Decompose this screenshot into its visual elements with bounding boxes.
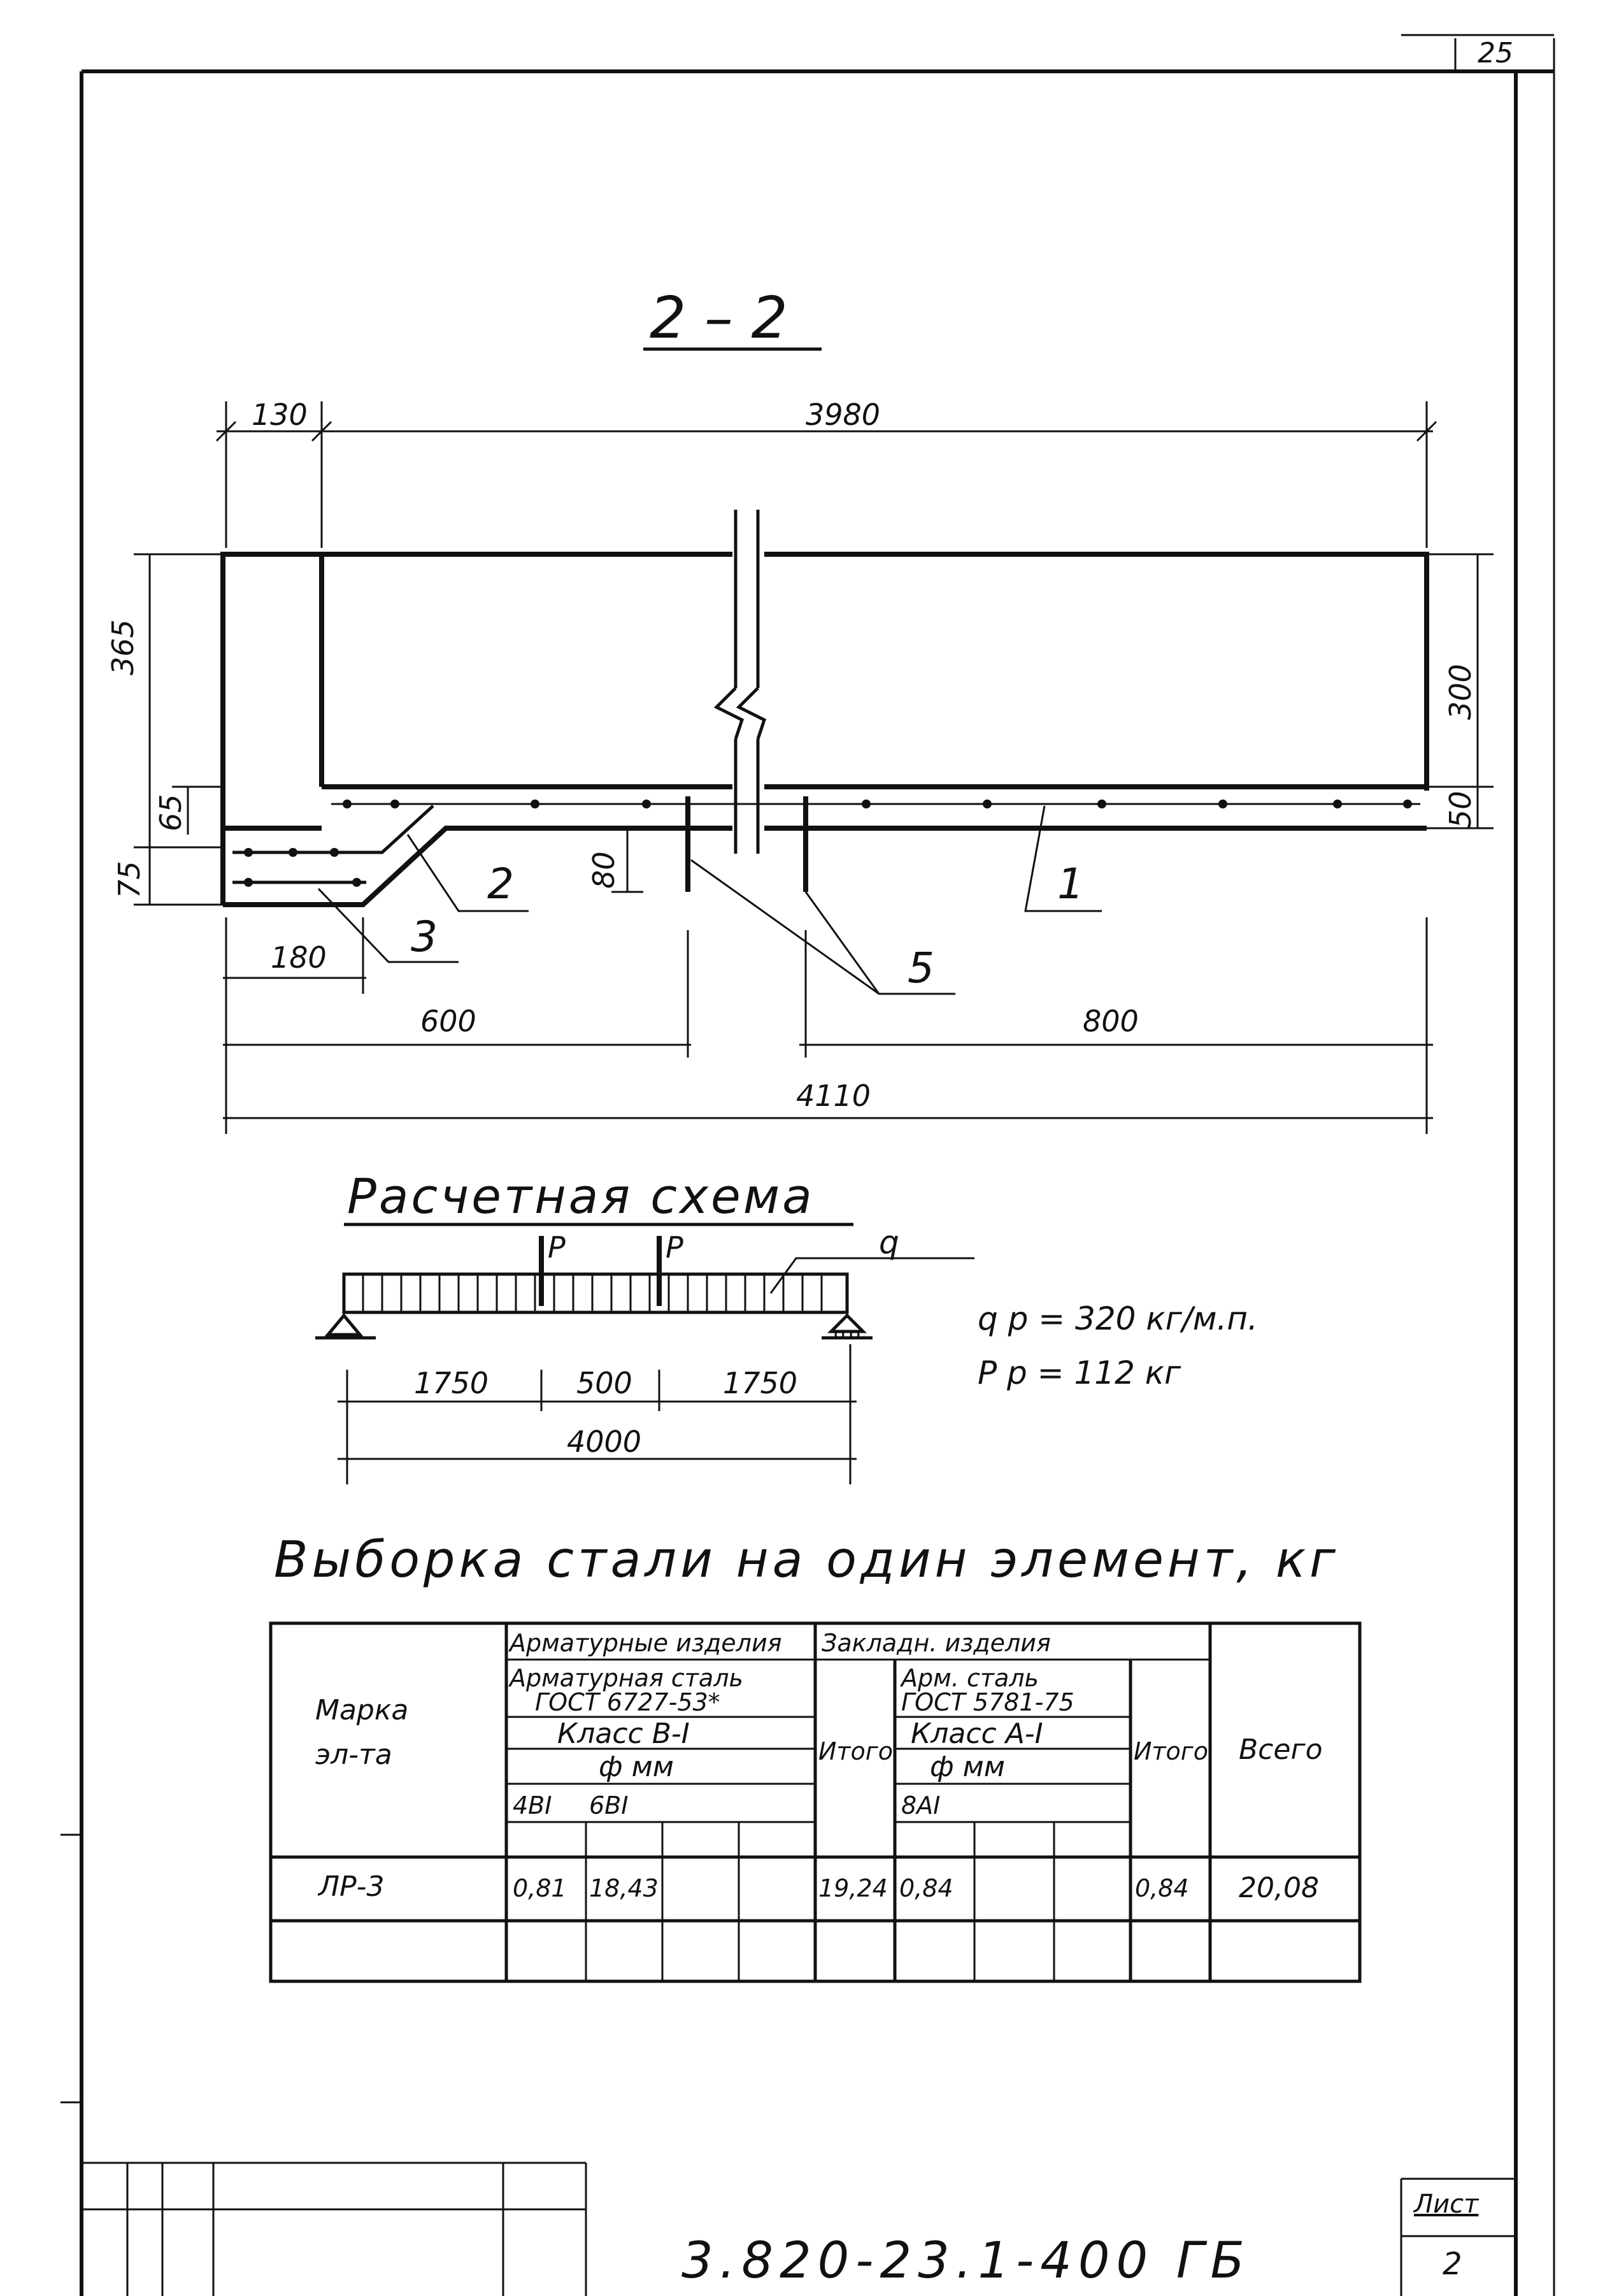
- dim-75-label: 75: [112, 861, 146, 898]
- rebar-dot: [1097, 800, 1106, 808]
- dim-600-label: 600: [420, 1004, 476, 1038]
- callout-2: 2: [487, 859, 514, 908]
- table-group1-d1: 4ВI: [513, 1791, 552, 1819]
- rebar-dot: [343, 800, 352, 808]
- scheme-dim-4000: 4000: [567, 1424, 642, 1459]
- dim-365-label: 365: [106, 619, 140, 675]
- scheme-title: Расчетная схема: [347, 1168, 815, 1224]
- table-row-itogo2: 0,84: [1135, 1874, 1189, 1902]
- dim-80-label: 80: [587, 851, 621, 889]
- dim-3980-label: 3980: [806, 398, 881, 432]
- rebar-dot: [390, 800, 399, 808]
- dim-4110-label: 4110: [796, 1079, 871, 1113]
- scheme-p2-label: P: [666, 1230, 683, 1265]
- section-title: 2 – 2: [650, 285, 788, 352]
- scheme-pp-formula: P p = 112 кг: [978, 1354, 1181, 1391]
- scheme-roller: [850, 1330, 860, 1340]
- dim-50-label: 50: [1443, 791, 1478, 828]
- callout-3: 3: [411, 912, 438, 961]
- scheme-beam: [342, 1272, 849, 1314]
- scheme-load-hatch: [362, 1274, 823, 1312]
- table-group1-dia: ф мм: [599, 1751, 674, 1783]
- table-row-itogo1: 19,24: [818, 1874, 888, 1902]
- table-group2-sub2: ГОСТ 5781-75: [901, 1688, 1074, 1716]
- table-itogo1: Итого: [818, 1737, 894, 1765]
- rebar-dot: [642, 800, 651, 808]
- rebar-dot: [1403, 800, 1412, 808]
- table-group2-sub1: Арм. сталь: [901, 1664, 1039, 1692]
- table-group1-d2: 6ВI: [589, 1791, 629, 1819]
- table-group2-dia: ф мм: [930, 1751, 1005, 1783]
- table-row-mark: ЛР-3: [318, 1870, 385, 1903]
- table-title: Выборка стали на один элемент, кг: [274, 1532, 1339, 1589]
- table-group1: Арматурные изделия: [510, 1629, 782, 1657]
- leader-5: [690, 859, 955, 995]
- scheme-roller: [834, 1330, 845, 1340]
- scheme-support-left: [315, 1313, 376, 1340]
- rebar-dot: [1218, 800, 1227, 808]
- rebar-dot: [1333, 800, 1342, 808]
- rebar-dot: [244, 878, 253, 887]
- break-zigzag: [713, 687, 767, 740]
- scheme-qp-formula: q p = 320 кг/м.п.: [978, 1300, 1258, 1337]
- stamp-grid: [82, 2162, 1516, 2296]
- tick3: [1416, 420, 1437, 442]
- rebar-dot: [244, 848, 253, 857]
- scheme-dim-1750b: 1750: [723, 1366, 798, 1400]
- table-group2-class: Класс А-I: [911, 1718, 1043, 1750]
- table-group2-d1: 8АI: [901, 1791, 941, 1819]
- scheme-dim-1750a: 1750: [414, 1366, 489, 1400]
- table-row-v1: 0,81: [513, 1874, 567, 1902]
- table-vsego: Всего: [1239, 1733, 1323, 1766]
- table-row-vsego: 20,08: [1239, 1872, 1319, 1904]
- table-group1-sub1: Арматурная сталь: [510, 1664, 743, 1692]
- dim-800-label: 800: [1083, 1004, 1139, 1038]
- tick1: [215, 420, 237, 442]
- dim-130-label: 130: [252, 398, 308, 432]
- table-group2: Закладн. изделия: [822, 1629, 1051, 1657]
- table-row-v3: 0,84: [899, 1874, 953, 1902]
- dim-65-label: 65: [153, 794, 188, 831]
- stamp-list-number: 2: [1443, 2246, 1462, 2282]
- steel-table-grid: [269, 1621, 1362, 1983]
- scheme-support-right: [822, 1313, 873, 1340]
- rebar-dot: [352, 878, 361, 887]
- table-col-marka: Марка эл-та: [315, 1694, 409, 1772]
- scheme-q-leader: [769, 1257, 974, 1294]
- callout-5: 5: [908, 944, 934, 993]
- table-group1-sub2: ГОСТ 6727-53*: [535, 1688, 720, 1716]
- table-row-v2: 18,43: [589, 1874, 659, 1902]
- sheet-number-top: 25: [1478, 37, 1513, 69]
- stamp-doc-code: 3.820-23.1-400 ГБ: [681, 2232, 1251, 2290]
- table-group1-class: Класс В-I: [557, 1718, 690, 1750]
- rebar-dot: [531, 800, 539, 808]
- rebar-dot: [983, 800, 992, 808]
- rebar-dot: [862, 800, 871, 808]
- scheme-dim-500: 500: [576, 1366, 632, 1400]
- rebar-2: [232, 805, 434, 854]
- table-itogo2: Итого: [1134, 1737, 1209, 1765]
- rebar-dot: [330, 848, 339, 857]
- tick2: [311, 420, 332, 442]
- rebar-dot: [289, 848, 297, 857]
- dim-300-label: 300: [1443, 664, 1478, 720]
- scheme-q-label: q: [879, 1224, 899, 1261]
- leader-2: [406, 834, 529, 912]
- dim-180-label: 180: [271, 940, 327, 975]
- beam-bottom-step: [223, 826, 1427, 907]
- callout-1: 1: [1057, 859, 1084, 908]
- stamp-list-label: Лист: [1414, 2190, 1479, 2219]
- scheme-p1-label: P: [548, 1230, 566, 1265]
- leader-1: [1024, 805, 1102, 912]
- leader-3: [317, 887, 459, 963]
